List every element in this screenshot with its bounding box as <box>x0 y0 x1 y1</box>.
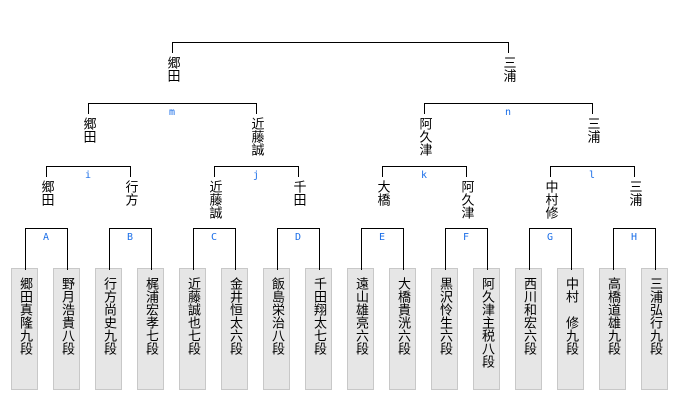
bracket-line <box>508 42 509 53</box>
player-name-box: 阿久津主税八段 <box>473 268 500 390</box>
round-label: C <box>210 232 218 243</box>
player-name-box: 梶浦宏孝七段 <box>137 268 164 390</box>
bracket-line <box>634 166 635 177</box>
match-box <box>193 228 236 270</box>
bracket-line <box>172 42 173 53</box>
bracket-line <box>382 166 383 177</box>
round-label: n <box>504 107 512 118</box>
player-name-box: 三浦弘行九段 <box>641 268 668 390</box>
winner-label: 阿久津 <box>416 117 432 156</box>
match-box <box>613 228 656 270</box>
bracket-line <box>130 166 131 177</box>
player-name-box: 千田翔太七段 <box>305 268 332 390</box>
winner-label: 大橋 <box>374 180 390 206</box>
bracket-line <box>550 166 551 177</box>
match-box <box>109 228 152 270</box>
round-label: i <box>84 170 92 181</box>
player-name-box: 野月浩貴八段 <box>53 268 80 390</box>
round-label: l <box>588 170 596 181</box>
match-box <box>529 228 572 270</box>
winner-label: 三浦 <box>626 180 642 206</box>
winner-label: 千田 <box>290 180 306 206</box>
bracket-line <box>298 166 299 177</box>
round-label: k <box>420 170 428 181</box>
player-name-box: 高橋道雄九段 <box>599 268 626 390</box>
winner-label: 郷田 <box>164 56 180 82</box>
player-name-box: 飯島栄治八段 <box>263 268 290 390</box>
winner-label: 郷田 <box>80 117 96 143</box>
bracket-line <box>424 103 425 114</box>
winner-label: 中村修 <box>542 180 558 219</box>
winner-label: 行方 <box>122 180 138 206</box>
winner-label: 阿久津 <box>458 180 474 219</box>
round-label: E <box>378 232 386 243</box>
player-name-box: 大橋貴洸六段 <box>389 268 416 390</box>
bracket-line <box>592 103 593 114</box>
bracket-line <box>46 166 131 167</box>
player-name-box: 近藤誠也七段 <box>179 268 206 390</box>
round-label: A <box>42 232 50 243</box>
bracket-line <box>172 42 509 43</box>
player-name-box: 行方尚史九段 <box>95 268 122 390</box>
player-name-box: 金井恒太六段 <box>221 268 248 390</box>
winner-label: 三浦 <box>500 56 516 82</box>
player-name-box: 中村 修九段 <box>557 268 584 390</box>
player-name-box: 西川和宏六段 <box>515 268 542 390</box>
bracket-line <box>214 166 215 177</box>
match-box <box>445 228 488 270</box>
bracket-line <box>424 103 593 104</box>
player-name-box: 郷田真隆九段 <box>11 268 38 390</box>
bracket-line <box>550 166 635 167</box>
bracket-line <box>214 166 299 167</box>
winner-label: 郷田 <box>38 180 54 206</box>
bracket-line <box>46 166 47 177</box>
match-box <box>277 228 320 270</box>
round-label: F <box>462 232 470 243</box>
winner-label: 近藤誠 <box>206 180 222 219</box>
winner-label: 三浦 <box>584 117 600 143</box>
player-name-box: 遠山雄亮六段 <box>347 268 374 390</box>
player-name-box: 黒沢怜生六段 <box>431 268 458 390</box>
bracket-line <box>466 166 467 177</box>
match-box <box>361 228 404 270</box>
round-label: H <box>630 232 638 243</box>
bracket-line <box>256 103 257 114</box>
bracket-line <box>382 166 467 167</box>
round-label: j <box>252 170 260 181</box>
bracket-line <box>88 103 257 104</box>
round-label: G <box>546 232 554 243</box>
winner-label: 近藤誠 <box>248 117 264 156</box>
match-box <box>25 228 68 270</box>
round-label: D <box>294 232 302 243</box>
bracket-line <box>88 103 89 114</box>
round-label: B <box>126 232 134 243</box>
round-label: m <box>168 107 176 118</box>
